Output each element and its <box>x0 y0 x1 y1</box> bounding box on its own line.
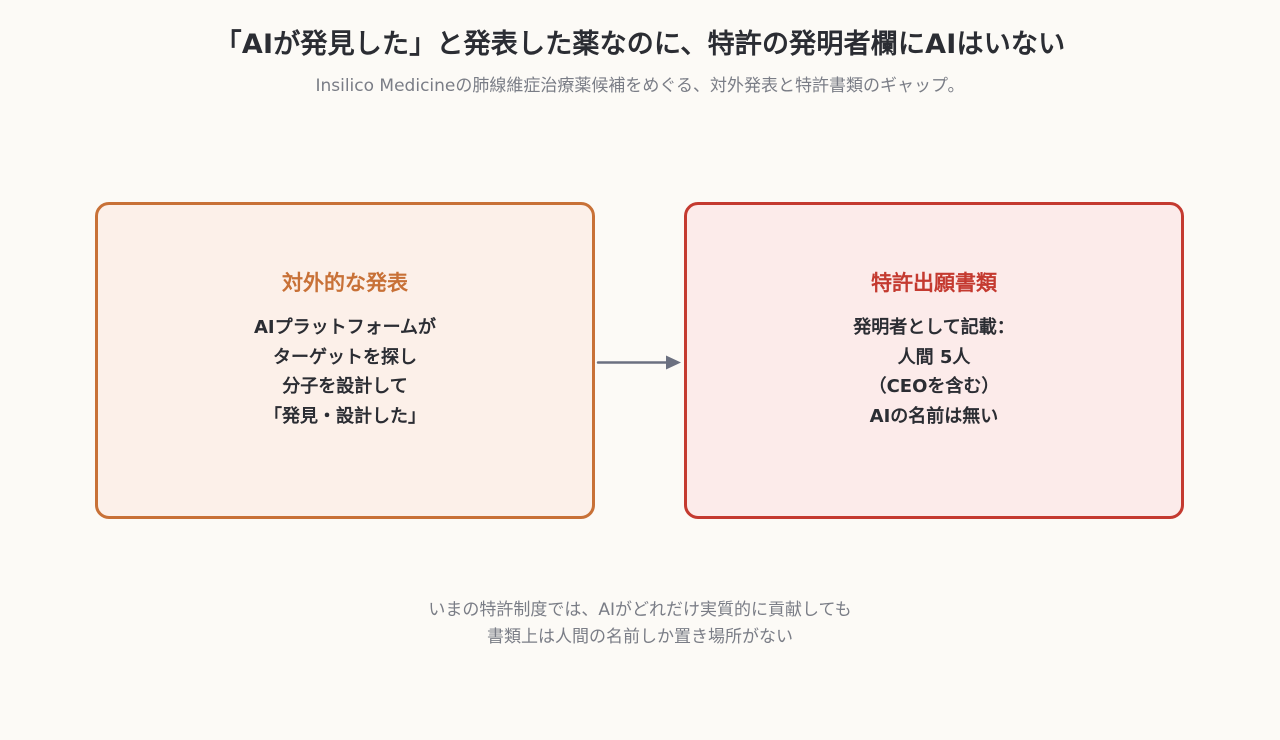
patent-filing-body: 発明者として記載： 人間 5人 （CEOを含む） AIの名前は無い <box>687 313 1181 431</box>
patent-filing-box: 特許出願書類 発明者として記載： 人間 5人 （CEOを含む） AIの名前は無い <box>684 202 1184 519</box>
patent-filing-title: 特許出願書類 <box>871 271 997 295</box>
patent-filing-line: AIの名前は無い <box>869 405 999 427</box>
public-announcement-box: 対外的な発表 AIプラットフォームが ターゲットを探し 分子を設計して 「発見・… <box>95 202 595 519</box>
public-announcement-line: ターゲットを探し <box>273 346 417 368</box>
public-announcement-line: 「発見・設計した」 <box>264 405 426 427</box>
public-announcement-line: AIプラットフォームが <box>253 317 437 338</box>
public-announcement-line: 分子を設計して <box>282 376 408 397</box>
public-announcement-title: 対外的な発表 <box>282 271 408 295</box>
diagram-subtitle: Insilico Medicineの肺線維症治療薬候補をめぐる、対外発表と特許書… <box>315 76 965 96</box>
patent-filing-line: 人間 5人 <box>897 346 971 368</box>
arrow-head-icon <box>666 355 681 370</box>
footer-note-line: 書類上は人間の名前しか置き場所がない <box>487 627 793 647</box>
public-announcement-body: AIプラットフォームが ターゲットを探し 分子を設計して 「発見・設計した」 <box>98 313 592 431</box>
footer-note-line: いまの特許制度では、AIがどれだけ実質的に貢献しても <box>428 600 852 620</box>
patent-filing-line: 発明者として記載： <box>853 317 1015 338</box>
footer-note: いまの特許制度では、AIがどれだけ実質的に貢献しても 書類上は人間の名前しか置き… <box>0 597 1280 651</box>
diagram-title: 「AIが発見した」と発表した薬なのに、特許の発明者欄にAIはいない <box>214 29 1066 60</box>
patent-filing-line: （CEOを含む） <box>868 376 1000 397</box>
arrow-connector <box>596 355 681 370</box>
